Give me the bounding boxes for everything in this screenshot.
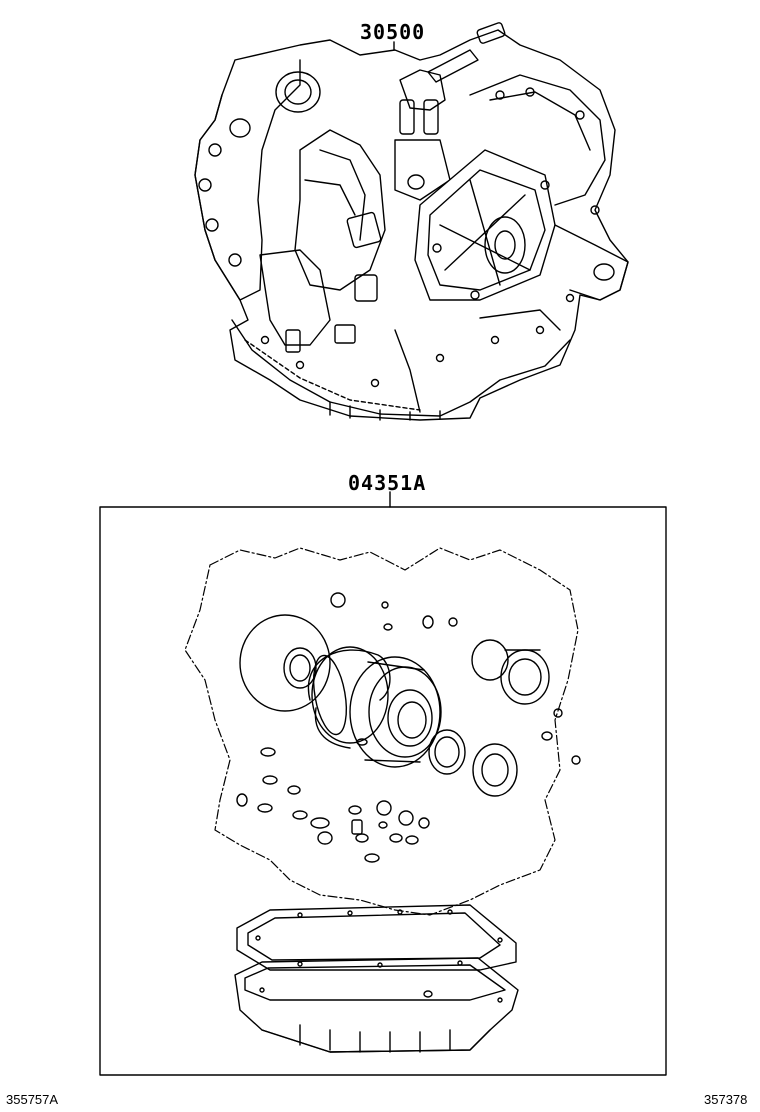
oil-seal-right bbox=[472, 743, 518, 797]
axle-seal bbox=[500, 649, 550, 705]
footer-right-code: 357378 bbox=[704, 1092, 748, 1107]
oil-pump-seal bbox=[349, 656, 442, 768]
footer-left-code: 355757A bbox=[6, 1092, 59, 1107]
gasket-kit-drawing[interactable] bbox=[184, 547, 581, 1053]
gasket-kit-part-number[interactable]: 04351A bbox=[348, 471, 427, 495]
gasket-kit-frame bbox=[99, 506, 667, 1076]
large-o-ring bbox=[239, 614, 331, 712]
transaxle-assembly-drawing[interactable] bbox=[194, 22, 629, 421]
oil-pan-gasket bbox=[236, 904, 517, 971]
seal-ring-small bbox=[428, 729, 466, 775]
oil-pan bbox=[234, 957, 519, 1053]
transaxle-part-number[interactable]: 30500 bbox=[360, 20, 426, 44]
